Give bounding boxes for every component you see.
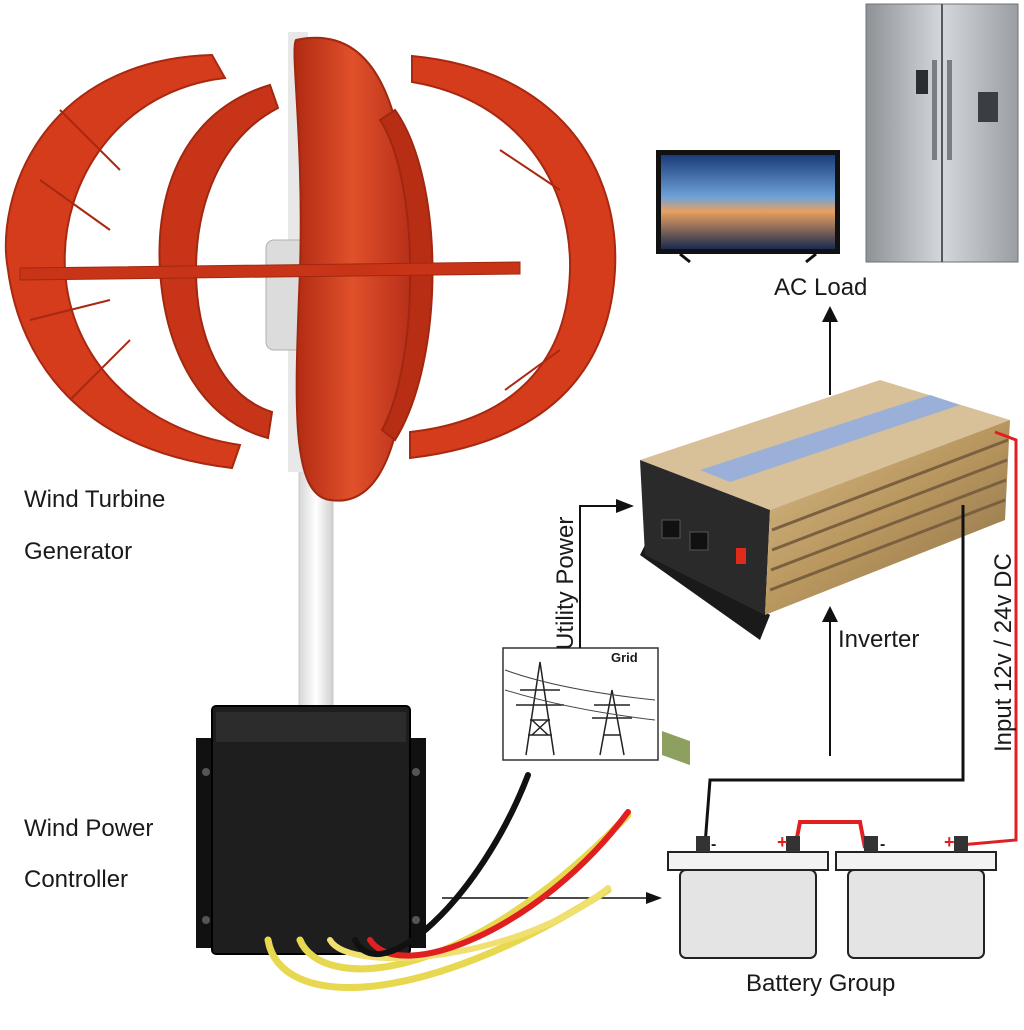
wire-yellow-2: [296, 811, 632, 973]
inverter-side: [765, 420, 1010, 615]
grid-utility: [502, 647, 659, 761]
fridge-dispenser: [978, 92, 998, 122]
turbine-blade-ribs: [29, 109, 561, 401]
controller-screw-4: [412, 916, 420, 924]
tv-stand: [679, 252, 817, 264]
fridge-display: [916, 70, 928, 94]
positive-wire: [959, 430, 1018, 847]
turbine-blade-right: [409, 54, 617, 460]
battery-group-label: Battery Group: [746, 970, 896, 997]
fridge-handle-left: [932, 60, 937, 160]
inverter-socket-1: [661, 519, 681, 539]
wind-turbine-label-line2: Generator: [24, 538, 133, 565]
battery-1: [667, 836, 829, 959]
input-dc-label: Input 12v / 24v DC: [990, 553, 1017, 752]
arrow-to-ac-load: [822, 306, 838, 395]
turbine-blade-inner-left: [158, 83, 280, 440]
tv-screen: [661, 155, 835, 249]
refrigerator: [865, 3, 1019, 263]
controller-screw-2: [412, 768, 420, 776]
tv: [656, 150, 840, 264]
grid-wires: [504, 669, 656, 721]
battery-2: [835, 836, 997, 959]
inverter-label-strip: [700, 395, 960, 482]
power-tower-2: [592, 689, 632, 756]
inverter-socket-2: [689, 531, 709, 551]
battery-jumper: [793, 820, 867, 849]
wire-yellow-3: [327, 885, 611, 961]
grid-label: Grid: [611, 650, 638, 665]
wind-power-controller: [196, 705, 426, 955]
controller-body: [211, 705, 411, 955]
battery-1-plus-label: +: [777, 832, 788, 852]
wind-turbine-label-line1: Wind Turbine: [24, 486, 166, 513]
utility-power-label: Utility Power: [552, 516, 579, 650]
controller-top-face: [216, 712, 406, 742]
inverter-label: Inverter: [838, 626, 920, 653]
inverter-lcd: [662, 730, 690, 766]
battery-group: [667, 836, 997, 959]
inverter-fins: [769, 438, 1009, 592]
battery-2-plus-label: +: [944, 832, 955, 852]
negative-wire: [703, 505, 965, 846]
fridge-handle-right: [947, 60, 952, 160]
power-tower-1: [516, 661, 564, 756]
controller-screw-1: [202, 768, 210, 776]
inverter-switch: [736, 548, 746, 564]
battery-1-minus-label: -: [711, 836, 717, 853]
arrow-to-inverter: [822, 606, 838, 756]
utility-power-line: [579, 499, 634, 648]
grid-frame: [502, 647, 659, 761]
wind-turbine-generator: [4, 32, 617, 711]
wire-black: [352, 772, 531, 957]
ac-load-label: AC Load: [774, 274, 868, 301]
controller-wires: [264, 772, 632, 991]
turbine-blade-inner-right: [378, 108, 434, 442]
controller-screw-3: [202, 916, 210, 924]
turbine-blade-left: [4, 53, 242, 470]
inverter: [640, 380, 1010, 766]
turbine-spokes: [19, 261, 521, 281]
battery-2-minus-label: -: [880, 836, 886, 853]
wind-power-label-line2: Controller: [24, 866, 129, 893]
wind-power-label-line1: Wind Power: [24, 815, 154, 842]
